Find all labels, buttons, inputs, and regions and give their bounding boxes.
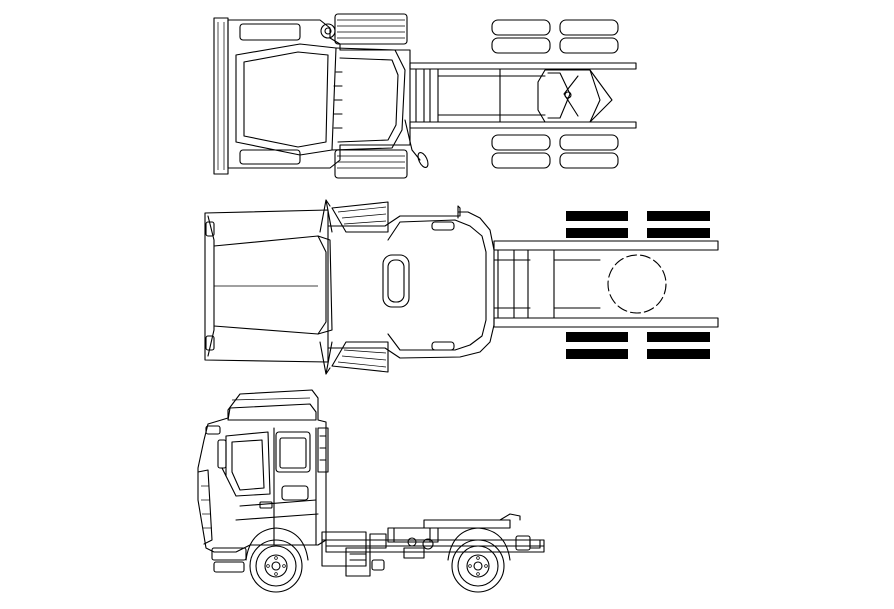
rear-wheels-middle-left <box>566 211 710 238</box>
chassis-frame-middle <box>493 240 719 328</box>
rear-wheels-top-right <box>491 134 619 169</box>
cab-roof-outline <box>204 209 333 363</box>
front-wheels-middle <box>331 201 389 373</box>
mirror-arm <box>404 119 429 168</box>
top-view-upper <box>213 13 637 179</box>
chassis-frame-top <box>409 62 637 129</box>
fifth-wheel-top <box>537 69 613 123</box>
chassis-side <box>321 513 545 577</box>
mirror-arms-middle <box>319 199 333 375</box>
side-view <box>197 389 545 593</box>
front-wheel-top-left <box>334 13 408 45</box>
cab-rear-body <box>327 205 495 359</box>
rear-wheels-middle-right <box>566 332 710 359</box>
front-wheel-side <box>245 527 309 593</box>
front-wheel-top-right <box>334 149 408 179</box>
cab-side-body <box>197 389 329 573</box>
front-bumper <box>213 17 229 175</box>
top-view-middle <box>204 199 719 375</box>
rear-wheels-top-left <box>491 19 619 54</box>
cab-top-outline <box>227 19 411 169</box>
rear-wheel-side <box>447 527 511 593</box>
